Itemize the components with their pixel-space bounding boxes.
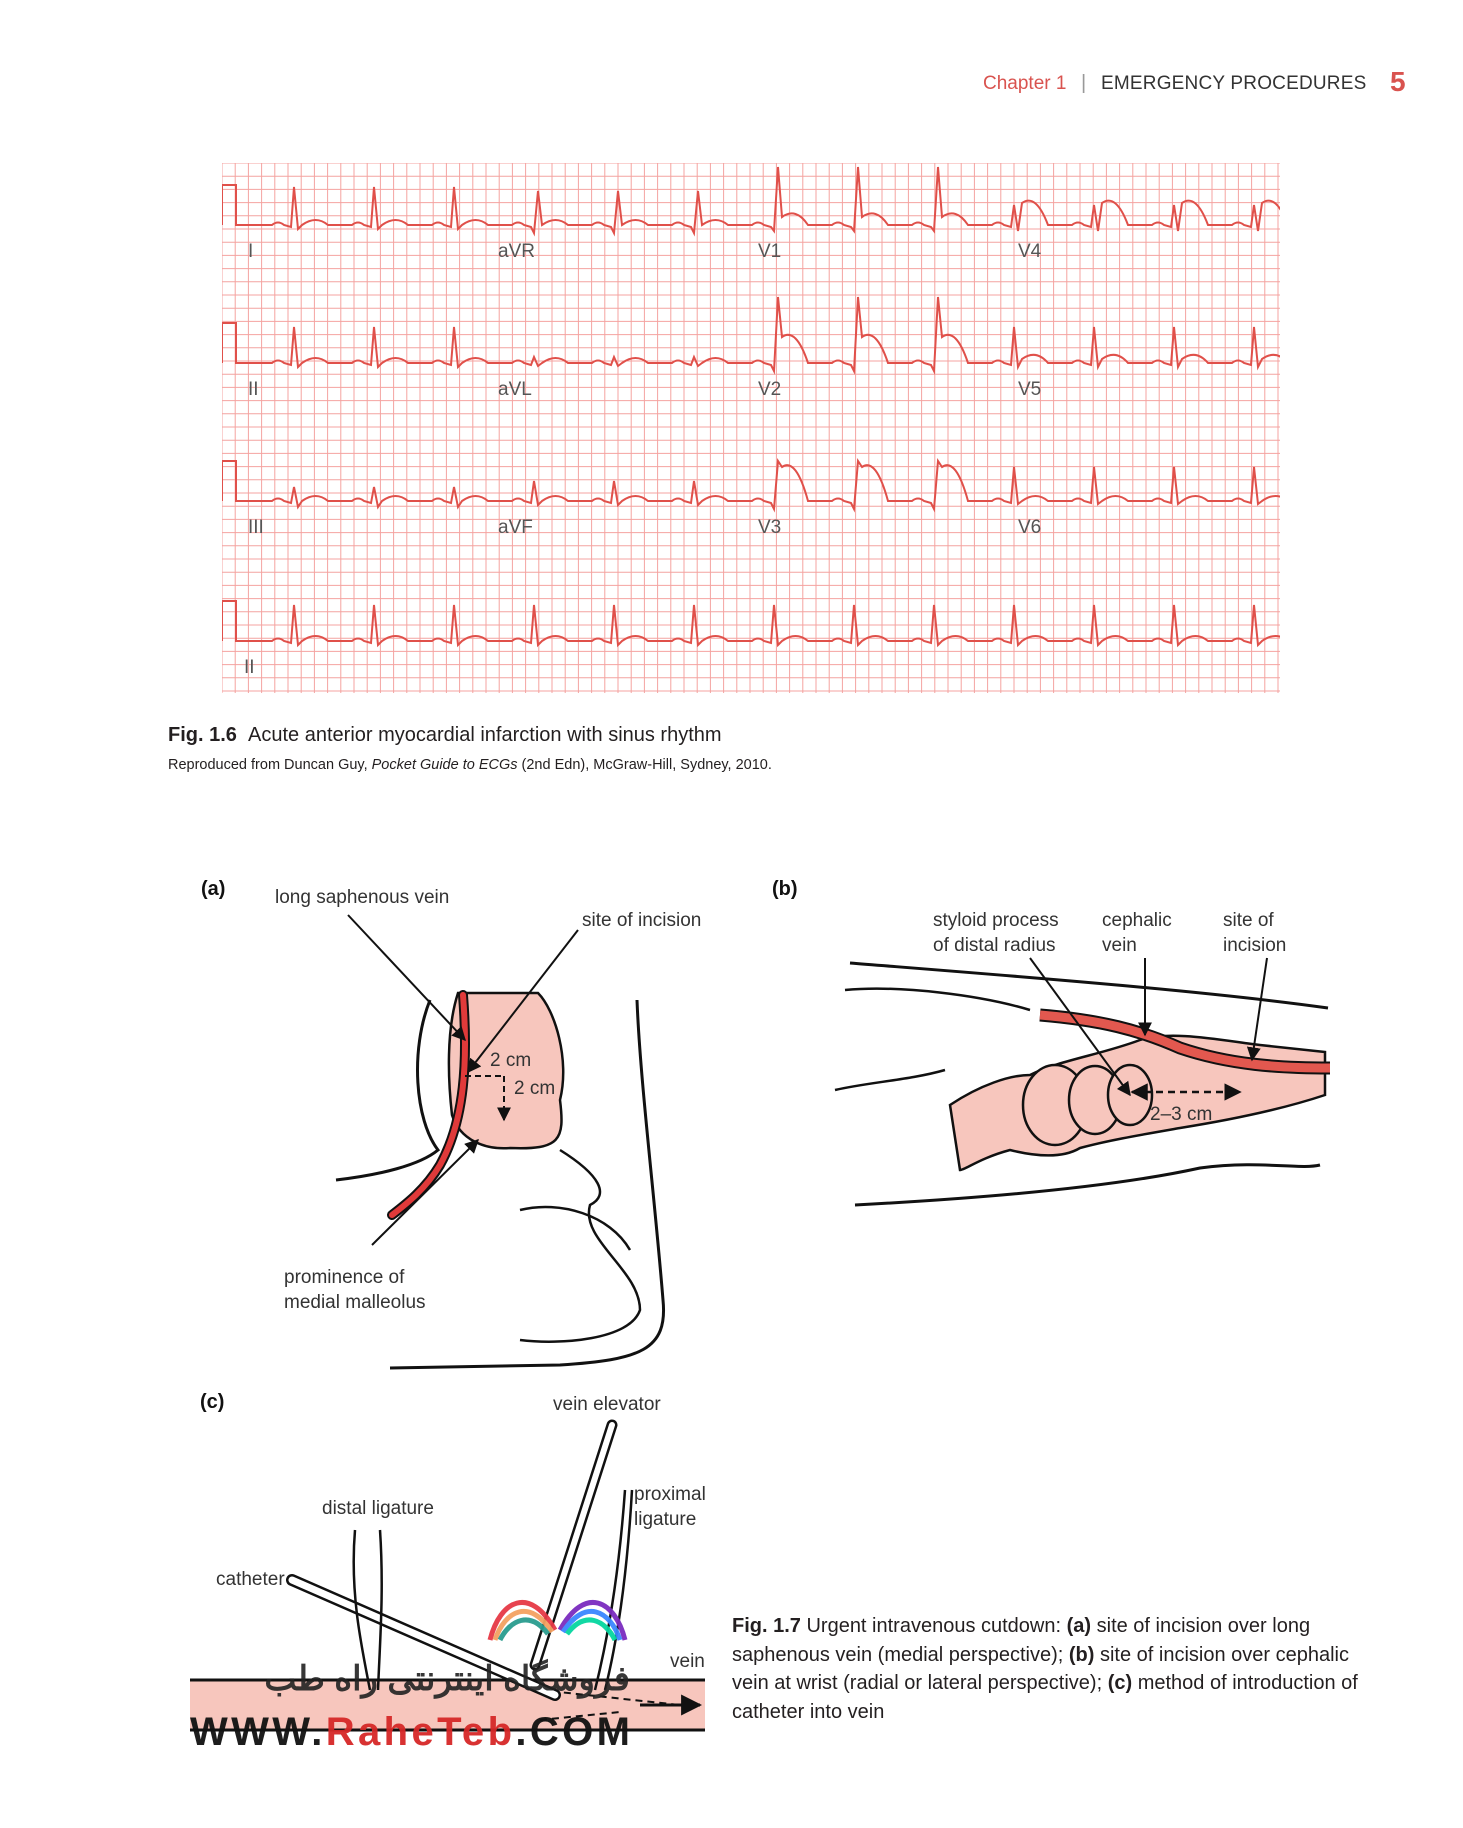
fig-1-6-label: Fig. 1.6 (168, 724, 237, 746)
ankle-outline-left (335, 999, 441, 1182)
catheter (288, 1576, 559, 1699)
label-vein: vein (670, 1651, 705, 1672)
label-site-of-incision-a: site of incision (582, 910, 701, 931)
source-suffix: (2nd Edn), McGraw-Hill, Sydney, 2010. (517, 757, 772, 773)
long-saphenous-vein (389, 992, 468, 1218)
label-proximal-line1: proximal (634, 1484, 706, 1505)
distal-ligature (352, 1529, 372, 1691)
dim-2cm-horizontal: 2 cm (490, 1050, 531, 1071)
panel-a-letter: (a) (201, 878, 225, 900)
ecg-grid (222, 163, 1280, 693)
ecg-traces (222, 166, 1280, 648)
label-cephalic-line2: vein (1102, 935, 1137, 956)
label-site-b-line2: incision (1223, 935, 1286, 956)
fig-1-7-label: Fig. 1.7 (732, 1615, 801, 1637)
fig-1-6-title: Acute anterior myocardial infarction wit… (248, 724, 722, 746)
lead-label: V5 (1018, 379, 1041, 400)
ankle-outline-right (389, 999, 666, 1370)
fig-1-7-c: (c) (1107, 1672, 1133, 1694)
cephalic-vein (1039, 1010, 1331, 1073)
watermark-logo (487, 1599, 628, 1642)
lead-label: aVL (498, 379, 532, 400)
fig-1-7-text-1: Urgent intravenous cutdown: (800, 1615, 1067, 1637)
forearm-lower-outline (854, 1163, 1321, 1207)
vein-tube (190, 1680, 705, 1730)
fig-1-7-text-2: site of incision over long saphenous vei… (732, 1615, 1311, 1666)
fig-1-7-a: (a) (1066, 1615, 1092, 1637)
label-site-b-line1: site of (1223, 910, 1274, 931)
label-long-saphenous-vein: long saphenous vein (275, 887, 449, 908)
label-prominence-line2: medial malleolus (284, 1292, 426, 1313)
fig-1-7-text-4: method of introduction of catheter into … (732, 1672, 1358, 1723)
fig-1-6-source: Reproduced from Duncan Guy, Pocket Guide… (168, 757, 772, 773)
incision-site-region (447, 991, 565, 1150)
lead-label: II (248, 379, 259, 400)
section-title: EMERGENCY PROCEDURES (1101, 73, 1367, 94)
lead-label: aVR (498, 241, 535, 262)
label-styloid-line1: styloid process (933, 910, 1059, 931)
fig-1-6-caption: Fig. 1.6 Acute anterior myocardial infar… (168, 724, 722, 747)
label-proximal-line2: ligature (634, 1509, 696, 1530)
lead-label: III (248, 517, 264, 538)
ecg-trace-row-2 (222, 296, 1280, 375)
ecg-trace-row-4 (222, 600, 1280, 648)
label-prominence-line1: prominence of (284, 1267, 405, 1288)
label-cephalic-line1: cephalic (1102, 910, 1172, 931)
dim-2cm-vertical: 2 cm (514, 1078, 555, 1099)
source-prefix: Reproduced from Duncan Guy, (168, 757, 372, 773)
panel-b-letter: (b) (772, 878, 798, 900)
fig-1-7-caption: Fig. 1.7 Urgent intravenous cutdown: (a)… (732, 1612, 1372, 1726)
heel-outline (519, 1148, 642, 1343)
label-distal-ligature: distal ligature (322, 1498, 434, 1519)
label-styloid-line2: of distal radius (933, 935, 1056, 956)
proximal-ligature (593, 1489, 627, 1691)
lead-label: V1 (758, 241, 781, 262)
lead-label: II (244, 657, 255, 678)
ecg-trace-row-1 (222, 166, 1280, 237)
dim-2-3cm: 2–3 cm (1150, 1104, 1212, 1125)
page-number: 5 (1390, 66, 1406, 97)
header-separator: | (1081, 72, 1087, 94)
panel-c-letter: (c) (200, 1391, 224, 1413)
chapter-label: Chapter 1 (983, 73, 1067, 94)
lead-label: V6 (1018, 517, 1041, 538)
ecg-trace-row-3 (222, 458, 1280, 513)
lead-label: V2 (758, 379, 781, 400)
label-catheter: catheter (216, 1569, 285, 1590)
forearm-upper-outline (849, 961, 1329, 1010)
label-vein-elevator: vein elevator (553, 1394, 661, 1415)
lead-label: V3 (758, 517, 781, 538)
source-book-title: Pocket Guide to ECGs (371, 757, 518, 773)
lead-label: I (248, 241, 253, 262)
lead-label: aVF (498, 517, 533, 538)
watermark-persian: فروشگاه اینترنتی راه طب (264, 1658, 630, 1699)
cutdown-illustration: (a) 2 cm 2 cm long saphenous vein site o… (190, 878, 1331, 1754)
fig-1-7-text-3: site of incision over cephalic vein at w… (732, 1643, 1349, 1695)
fig-1-7-b: (b) (1068, 1643, 1095, 1666)
lead-label: V4 (1018, 241, 1042, 262)
